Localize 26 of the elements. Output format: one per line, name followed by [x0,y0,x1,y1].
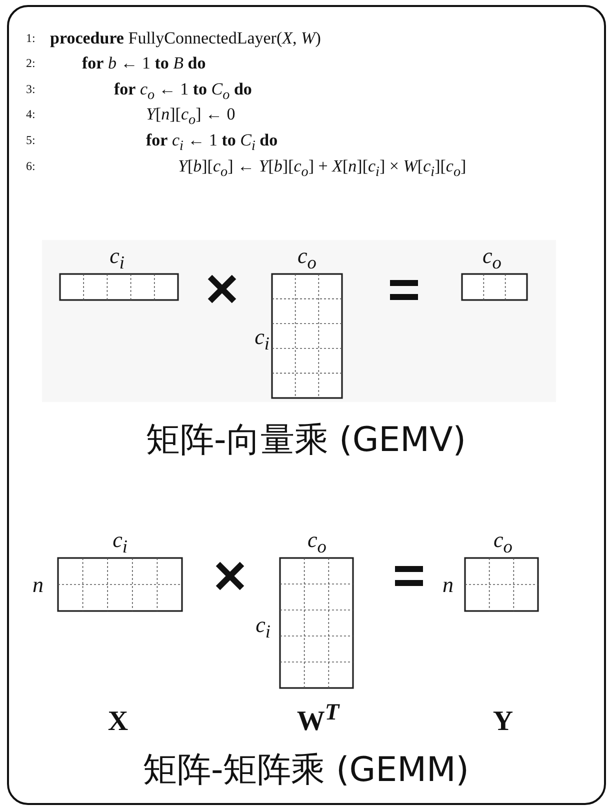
code-line: for c$_{o}$ ← 1 to C$_{o}$ do [114,80,252,98]
code-line: procedure FullyConnectedLayer(X, W) [50,30,321,46]
line-number: 2: [26,57,36,69]
code-line: Y[b][c$_{o}$] ← Y[b][c$_{o}$] + X[n][c$_{i}$] × W[c$_{i}$][c$_{o}$] [178,158,466,174]
dimension-label: c$_{i}$ [254,326,270,348]
dimension-label: c$_{o}$ [482,245,502,267]
caption: 矩阵-矩阵乘 (GEMM) [142,753,470,787]
line-number: 3: [26,83,36,95]
dimension-label: c$_{i}$ [112,529,128,551]
dimension-label: c$_{i}$ [256,614,270,636]
line-number: 5: [26,134,36,146]
caption: 矩阵-向量乘 (GEMV) [146,423,466,457]
dimension-label: c$_{o}$ [494,529,512,551]
dimension-label: n [442,574,454,596]
matrix-name: X [108,708,128,736]
dimension-label: n [32,574,44,596]
line-number: 4: [26,108,36,120]
code-line: for b ← 1 to B do [82,54,206,72]
code-line: Y[n][c$_{o}$] ← 0 [146,106,236,122]
line-number: 6: [26,160,36,172]
line-number: 1: [26,32,36,44]
dimension-label: c$_{i}$ [110,245,124,267]
code-line: for c$_{i}$ ← 1 to C$_{i}$ do [146,132,278,148]
dimension-label: c$_{o}$ [308,529,326,551]
dimension-label: c$_{o}$ [298,245,316,267]
matrix-name: Y [492,708,514,736]
